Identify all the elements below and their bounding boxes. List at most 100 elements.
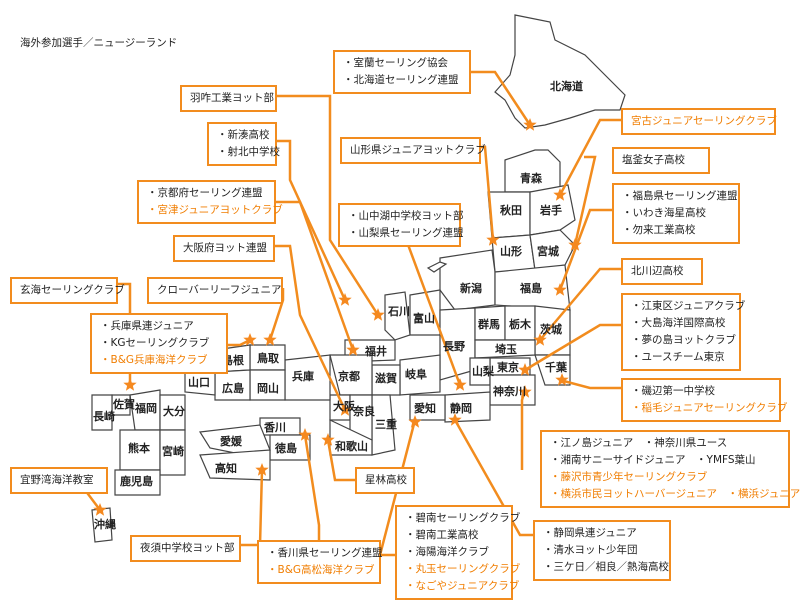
pref-saitama: 埼玉 — [495, 342, 517, 356]
box-line: ・B&G高松海洋クラブ — [267, 564, 375, 576]
box-line: ・夢の島ヨットクラブ — [631, 334, 736, 346]
box-line: 玄海セーリングクラブ — [20, 284, 125, 296]
pref-hokkaido: 北海道 — [550, 79, 583, 93]
box-line: 宮古ジュニアセーリングクラブ — [631, 115, 777, 127]
box-line: ・稲毛ジュニアセーリングクラブ — [631, 402, 788, 414]
kagoshima-shape — [114, 469, 161, 496]
box-line: ・山梨県セーリング連盟 — [348, 227, 464, 239]
box-line: ・山中湖中学校ヨット部 — [348, 210, 464, 222]
box-cloverleaf: クローバーリーフジュニア — [147, 277, 283, 304]
pref-fukuoka: 福岡 — [134, 401, 157, 415]
box-line: ・福島県セーリング連盟 — [622, 190, 738, 202]
box-line: 星林高校 — [365, 474, 407, 486]
pref-wakayama: 和歌山 — [335, 439, 368, 453]
pref-akita: 秋田 — [500, 203, 522, 217]
box-line: ・碧南セーリングクラブ — [405, 512, 521, 524]
box-line: ・静岡県連ジュニア — [543, 527, 637, 539]
box-line: ・新湊高校 — [217, 129, 270, 141]
box-line: ・碧南工業高校 — [405, 529, 479, 541]
aomori-shape — [504, 149, 561, 193]
box-line: ・勿来工業高校 — [622, 224, 696, 236]
box-line: 大阪府ヨット連盟 — [183, 242, 267, 254]
box-line: ・北海道セーリング連盟 — [343, 74, 459, 86]
pref-kumamoto: 熊本 — [128, 441, 150, 455]
pref-tottori: 鳥取 — [257, 351, 279, 365]
box-line: 塩釜女子高校 — [622, 154, 685, 166]
pref-tokyo: 東京 — [497, 360, 519, 374]
box-line: ・射北中学校 — [217, 146, 280, 158]
box-line: クローバーリーフジュニア — [157, 284, 282, 296]
pref-gifu: 岐阜 — [405, 367, 427, 381]
star-marker-icon — [338, 403, 352, 416]
pref-tokushima: 徳島 — [274, 441, 297, 455]
pref-gunma: 群馬 — [477, 317, 500, 331]
pref-mie: 三重 — [375, 417, 397, 431]
map-shapes — [91, 14, 626, 543]
box-line: ・丸玉セーリングクラブ — [405, 563, 521, 575]
box-hoshibayashi: 星林高校 — [355, 467, 415, 494]
box-yamagata: 山形県ジュニアヨットクラブ — [340, 137, 486, 164]
box-shizuoka: ・静岡県連ジュニア・清水ヨット少年団・三ケ日／相良／熱海高校 — [533, 520, 671, 581]
star-marker-icon — [298, 428, 312, 441]
box-line: ・なごやジュニアクラブ — [405, 580, 520, 592]
pref-kyoto: 京都 — [338, 369, 360, 383]
ishikawa-shape — [384, 291, 411, 341]
pref-kochi: 高知 — [215, 461, 237, 475]
box-aichi: ・碧南セーリングクラブ・碧南工業高校・海陽海洋クラブ・丸玉セーリングクラブ・なご… — [395, 505, 521, 600]
box-line: ・香川県セーリング連盟 — [267, 547, 383, 559]
box-chiba: ・磯辺第一中学校・稲毛ジュニアセーリングクラブ — [621, 378, 788, 422]
box-kagawa: ・香川県セーリング連盟・B&G高松海洋クラブ — [257, 540, 383, 584]
star-marker-icon — [408, 415, 422, 428]
box-ginowan: 宜野湾海洋教室 — [10, 467, 108, 494]
box-hokkaido: ・室蘭セーリング協会・北海道セーリング連盟 — [333, 50, 471, 94]
box-shiogama: 塩釜女子高校 — [612, 147, 710, 174]
pref-ishikawa: 石川 — [387, 305, 410, 318]
pref-fukushima: 福島 — [519, 281, 542, 295]
pref-nara: 奈良 — [352, 404, 375, 418]
box-line: ・湘南サニーサイドジュニア ・YMFS葉山 — [550, 454, 756, 466]
pref-hiroshima: 広島 — [222, 381, 244, 395]
pref-osaka: 大阪 — [333, 399, 356, 413]
overseas-note: 海外参加選手／ニュージーランド — [20, 37, 178, 49]
star-marker-icon — [371, 308, 385, 321]
pref-oita: 大分 — [163, 404, 185, 418]
miyazaki-shape — [159, 429, 186, 476]
niigata-shape — [439, 249, 496, 311]
sado-shape — [426, 261, 448, 273]
box-kitakawabe: 北川辺高校 — [621, 258, 703, 285]
pref-miyagi: 宮城 — [537, 244, 559, 258]
box-line: 宜野湾海洋教室 — [20, 474, 94, 486]
box-yosu: 夜須中学校ヨット部 — [130, 535, 241, 562]
box-shinminato: ・新湊高校・射北中学校 — [207, 122, 280, 166]
pref-miyazaki: 宮崎 — [162, 444, 184, 458]
pref-yamanashi: 山梨 — [472, 364, 495, 378]
pref-nagasaki: 長崎 — [93, 409, 115, 423]
pref-iwate: 岩手 — [539, 203, 562, 217]
star-marker-icon — [448, 413, 462, 426]
box-line: ・KGセーリングクラブ — [100, 337, 210, 349]
box-line: 羽咋工業ヨット部 — [190, 92, 274, 104]
box-line: ・海陽海洋クラブ — [405, 546, 489, 558]
pref-kanagawa: 神奈川 — [493, 384, 526, 398]
pref-toyama: 富山 — [413, 311, 435, 325]
iwate-shape — [529, 184, 576, 236]
box-line: ・ユースチーム東京 — [631, 351, 725, 363]
star-marker-icon — [523, 118, 537, 131]
box-line: ・清水ヨット少年団 — [543, 544, 638, 556]
box-line: ・藤沢市青少年セーリングクラブ — [550, 471, 708, 483]
kochi-shape — [199, 449, 271, 481]
prefecture-labels: 北海道 青森 秋田 岩手 山形 宮城 新潟 福島 富山 石川 福井 長野 群馬 … — [93, 79, 583, 531]
box-kanagawa: ・江ノ島ジュニア ・神奈川県ユース・湘南サニーサイドジュニア ・YMFS葉山・藤… — [540, 430, 800, 508]
pref-shizuoka: 静岡 — [450, 401, 472, 415]
star-marker-icon — [243, 333, 257, 346]
pref-kagawa: 香川 — [263, 420, 286, 434]
star-marker-icon — [123, 378, 137, 391]
box-line: ・三ケ日／相良／熱海高校 — [543, 561, 669, 573]
star-marker-icon — [346, 343, 360, 356]
box-line: 北川辺高校 — [631, 265, 684, 277]
star-marker-icon — [555, 373, 569, 386]
pref-yamagata: 山形 — [500, 244, 522, 258]
box-line: 夜須中学校ヨット部 — [140, 542, 235, 554]
pref-ibaraki: 茨城 — [540, 322, 562, 336]
box-osaka: 大阪府ヨット連盟 — [173, 235, 275, 262]
